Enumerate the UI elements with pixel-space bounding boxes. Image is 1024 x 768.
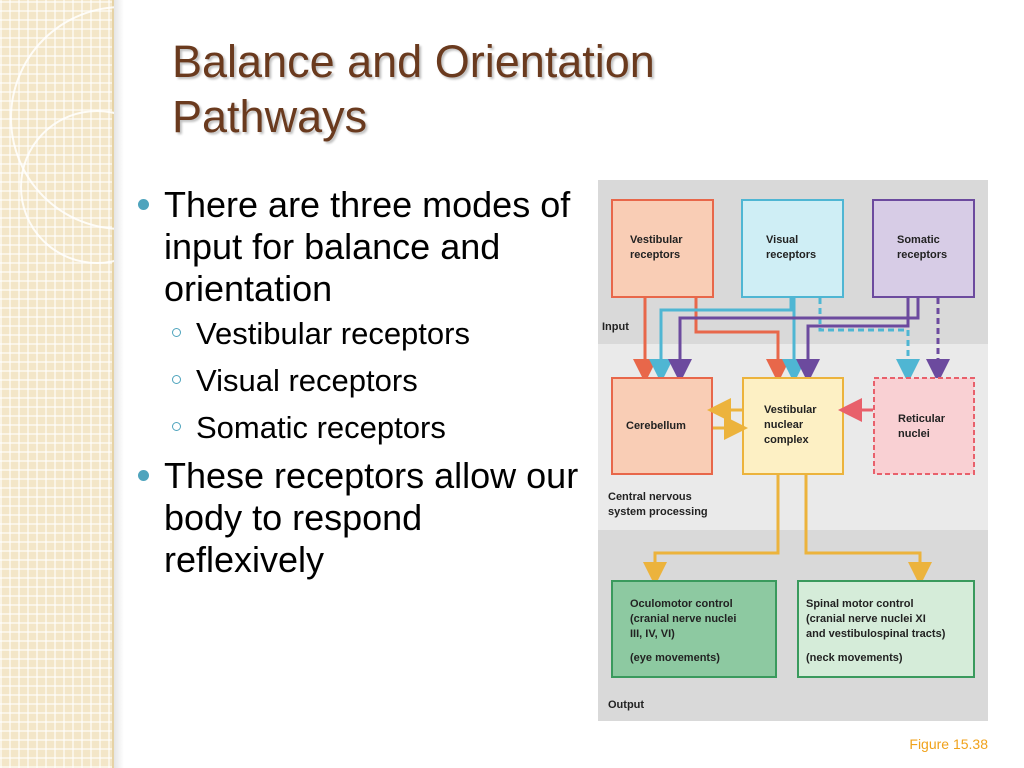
- decorative-side-strip: [0, 0, 234, 768]
- output-arrows: [643, 475, 932, 586]
- bullet-text: These receptors allow our body to respon…: [164, 455, 579, 580]
- sub-bullet-circle-icon: [172, 422, 181, 431]
- bullet-text: There are three modes of input for balan…: [164, 184, 571, 309]
- vestibular-receptors-label: Vestibular receptors: [630, 234, 686, 261]
- title-line-2: Pathways: [172, 91, 368, 142]
- sub-bullet-circle-icon: [172, 375, 181, 384]
- vestibular-receptors-box: [611, 199, 714, 298]
- spinal-motor-control-box: [797, 580, 975, 678]
- sub-bullet-text: Vestibular receptors: [196, 316, 470, 351]
- somatic-receptors-box: [872, 199, 975, 298]
- bullet-dot-icon: [138, 199, 149, 210]
- cerebellum-box: [611, 377, 713, 475]
- side-shadow: [114, 0, 124, 768]
- vestibular-nuclear-complex-box: [742, 377, 844, 475]
- sub-bullet-item: Visual receptors: [130, 357, 580, 404]
- sub-bullet-circle-icon: [172, 328, 181, 337]
- visual-receptors-box: [741, 199, 844, 298]
- slide-title: Balance and Orientation Pathways: [172, 34, 932, 144]
- sub-bullet-item: Somatic receptors: [130, 404, 580, 451]
- reticular-nuclei-box: [873, 377, 975, 475]
- input-section-label: Input: [602, 321, 629, 333]
- bullet-dot-icon: [138, 470, 149, 481]
- reticular-nuclei-label: Reticular nuclei: [898, 413, 948, 440]
- visual-receptors-label: Visual receptors: [766, 234, 816, 261]
- output-section-label: Output: [608, 699, 644, 711]
- figure-caption: Figure 15.38: [909, 736, 988, 752]
- cns-section-label: Central nervous system processing: [608, 491, 708, 518]
- oculomotor-control-label: Oculomotor control (cranial nerve nuclei…: [630, 598, 739, 664]
- pathway-diagram: Vestibular receptors Visual receptors So…: [598, 180, 988, 721]
- cns-arrows: [707, 398, 873, 440]
- decorative-ring: [20, 110, 174, 264]
- pathway-diagram-svg: Vestibular receptors Visual receptors So…: [598, 180, 988, 721]
- spinal-motor-control-label: Spinal motor control (cranial nerve nucl…: [806, 598, 948, 664]
- vestibular-nuclear-complex-label: Vestibular nuclear complex: [764, 404, 820, 446]
- sub-bullet-item: Vestibular receptors: [130, 310, 580, 357]
- somatic-receptors-label: Somatic receptors: [897, 234, 947, 261]
- bullet-list: There are three modes of input for balan…: [130, 184, 580, 581]
- input-arrows: [633, 298, 950, 383]
- sub-bullet-text: Visual receptors: [196, 363, 418, 398]
- title-line-1: Balance and Orientation: [172, 36, 655, 87]
- cerebellum-label: Cerebellum: [626, 420, 686, 432]
- bullet-item: These receptors allow our body to respon…: [130, 455, 580, 581]
- oculomotor-control-box: [611, 580, 777, 678]
- bullet-item: There are three modes of input for balan…: [130, 184, 580, 310]
- sub-bullet-text: Somatic receptors: [196, 410, 446, 445]
